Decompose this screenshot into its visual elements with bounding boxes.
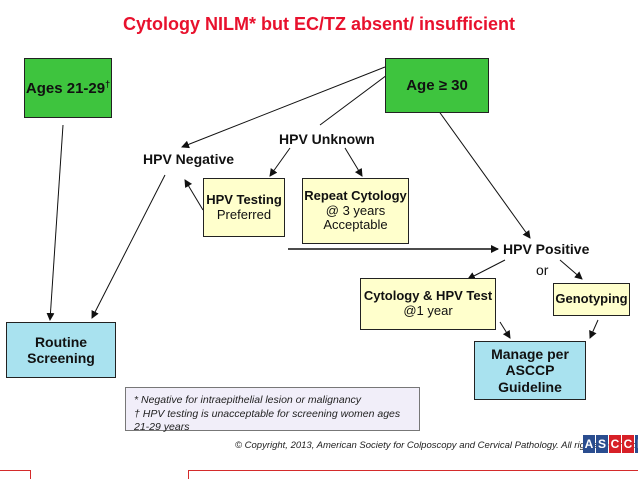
logo-letter: S xyxy=(596,435,608,453)
footnotes: * Negative for intraepithelial lesion or… xyxy=(125,387,420,433)
genotyping-box: Genotyping xyxy=(553,283,630,316)
age-30-label: Age ≥ 30 xyxy=(406,76,468,94)
copyright-text: © Copyright, 2013, American Society for … xyxy=(235,440,638,451)
arrow-cotest-to-manage xyxy=(499,321,511,339)
arrow-hpv-testing-to-negative xyxy=(184,179,204,211)
arrow-ages2129-to-routine xyxy=(46,124,64,321)
manage-line1: Manage per xyxy=(491,346,569,363)
footnote-dagger: † HPV testing is unacceptable for screen… xyxy=(134,407,401,434)
manage-box: Manage per ASCCP Guideline xyxy=(474,341,586,400)
arrow-unknown-to-repeat-cytology xyxy=(344,147,363,177)
or-label: or xyxy=(536,262,549,278)
asccp-logo: A S C C P xyxy=(583,435,638,453)
hpv-testing-sub: Preferred xyxy=(216,206,272,222)
hpv-testing-box: HPV Testing Preferred xyxy=(203,178,285,237)
arrow-unknown-to-hpv-testing xyxy=(269,147,291,177)
logo-letter: P xyxy=(635,435,638,453)
repeat-cytology-interval: @ 3 years xyxy=(325,202,386,218)
cytology-hpv-title: Cytology & HPV Test xyxy=(363,288,493,304)
hpv-testing-title: HPV Testing xyxy=(206,191,282,207)
ages-21-29-box: Ages 21-29† xyxy=(24,58,112,118)
genotyping-label: Genotyping xyxy=(555,291,628,307)
age-30-box: Age ≥ 30 xyxy=(385,58,489,113)
cytology-hpv-interval: @1 year xyxy=(403,303,453,318)
dagger-mark: † xyxy=(105,78,111,89)
cytology-hpv-box: Cytology & HPV Test @1 year xyxy=(360,278,496,330)
routine-screening-box: Routine Screening xyxy=(6,322,116,378)
page-title: Cytology NILM* but EC/TZ absent/ insuffi… xyxy=(122,14,515,34)
logo-letter: C xyxy=(622,435,634,453)
routine-screening-label: Routine Screening xyxy=(27,333,95,366)
arrow-negative-to-routine xyxy=(91,174,166,319)
footnote-nilm: * Negative for intraepithelial lesion or… xyxy=(134,394,362,406)
repeat-cytology-title: Repeat Cytology xyxy=(304,187,407,203)
hpv-negative-label: HPV Negative xyxy=(143,151,235,167)
logo-letter: A xyxy=(583,435,595,453)
arrow-positive-to-genotyping xyxy=(559,259,583,280)
footer-rule-right xyxy=(188,470,638,479)
arrow-age30-to-hpv-negative xyxy=(181,66,386,149)
ages-21-29-label: Ages 21-29 xyxy=(25,79,106,97)
arrow-genotyping-to-manage xyxy=(589,319,599,339)
arrow-age30-to-hpv-unknown xyxy=(319,74,388,126)
hpv-unknown-label: HPV Unknown xyxy=(279,131,375,147)
arrow-age30-to-hpv-positive xyxy=(437,109,531,239)
footer-rule-left xyxy=(0,470,31,479)
hpv-positive-label: HPV Positive xyxy=(503,241,590,257)
repeat-cytology-box: Repeat Cytology @ 3 years Acceptable xyxy=(302,178,409,244)
manage-line2: ASCCP Guideline xyxy=(498,362,562,395)
repeat-cytology-note: Acceptable xyxy=(323,217,388,233)
logo-letter: C xyxy=(609,435,621,453)
arrow-positive-to-cotest xyxy=(467,259,506,280)
